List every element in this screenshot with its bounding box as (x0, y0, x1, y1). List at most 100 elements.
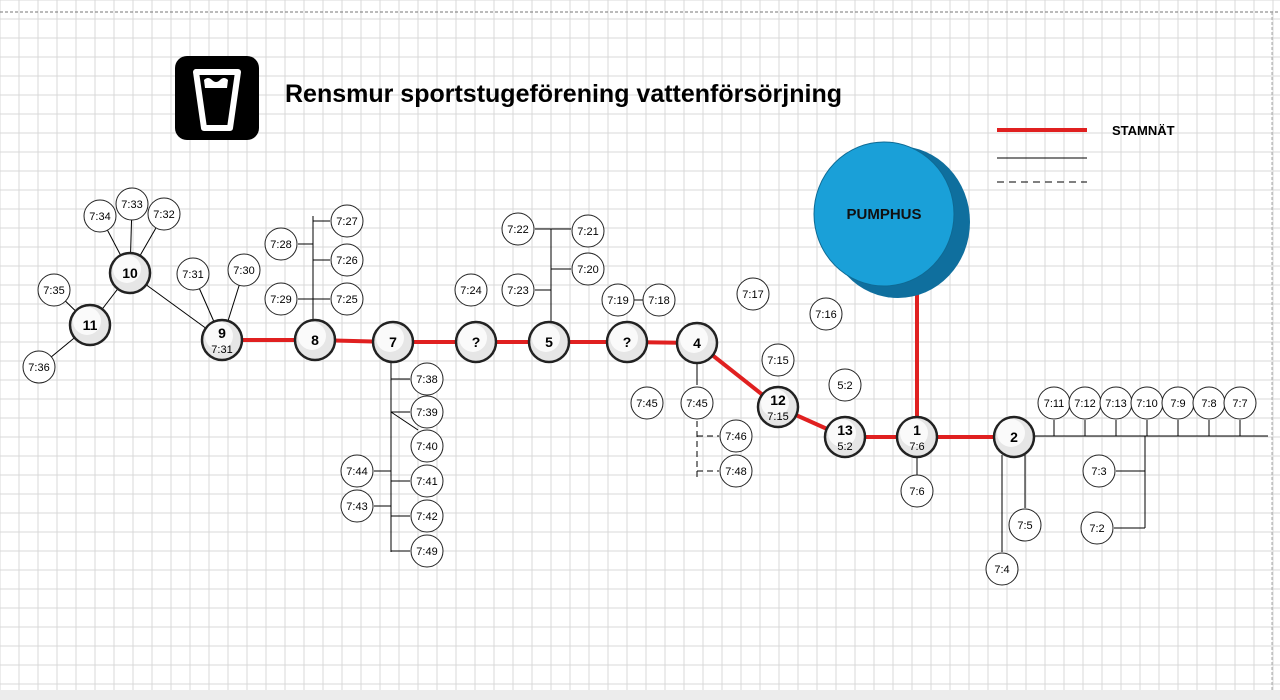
plot-node-label: 7:38 (416, 374, 437, 386)
plot-node-circle (1008, 508, 1042, 542)
major-node-label: 13 (837, 422, 853, 438)
plot-node-label: 7:21 (577, 226, 598, 238)
plot-node-740: 7:40 (410, 429, 444, 463)
major-node-7: 7 (371, 320, 415, 364)
plot-node-circle (264, 282, 298, 316)
major-node-highlight (828, 419, 856, 447)
major-node-label: 8 (311, 332, 319, 348)
major-node-9: 9 7:31 (200, 318, 244, 362)
plot-node-circle (642, 283, 676, 317)
plot-node-52: 5:2 (828, 368, 862, 402)
plot-node-circle (601, 283, 635, 317)
plot-node-728: 7:28 (264, 227, 298, 261)
plot-node-label: 7:30 (233, 265, 254, 277)
plot-node-label: 7:13 (1105, 398, 1126, 410)
plot-node-722: 7:22 (501, 212, 535, 246)
plot-node-circle (900, 474, 934, 508)
major-node-sublabel: 5:2 (837, 441, 852, 453)
plot-node-712: 7:12 (1068, 386, 1102, 420)
plot-node-label: 7:44 (346, 466, 367, 478)
plot-node-circle (83, 199, 117, 233)
major-node-highlight (680, 325, 708, 353)
plot-node-label: 7:16 (815, 309, 836, 321)
major-node-5: 5 (527, 320, 571, 364)
major-node-8: 8 (293, 318, 337, 362)
plot-node-label: 5:2 (837, 380, 852, 392)
plot-node-label: 7:32 (153, 209, 174, 221)
major-node-highlight (761, 389, 789, 417)
plot-node-label: 7:39 (416, 407, 437, 419)
plot-node-circle (1080, 511, 1114, 545)
plot-node-741: 7:41 (410, 464, 444, 498)
major-node-highlight (205, 322, 233, 350)
plot-node-label: 7:6 (909, 486, 924, 498)
water-glass-icon (175, 56, 259, 140)
plot-node-label: 7:22 (507, 224, 528, 236)
plot-node-circle (340, 454, 374, 488)
plot-node-label: 7:34 (89, 211, 110, 223)
plot-node-label: 7:12 (1074, 398, 1095, 410)
plot-node-label: 7:27 (336, 216, 357, 228)
plot-node-label: 7:35 (43, 285, 64, 297)
plot-node-738: 7:38 (410, 362, 444, 396)
major-node-label: 12 (770, 392, 786, 408)
major-node-highlight (113, 255, 141, 283)
plot-node-label: 7:46 (725, 431, 746, 443)
plot-node-78: 7:8 (1192, 386, 1226, 420)
plot-node-735: 7:35 (37, 273, 71, 307)
page-title: Rensmur sportstugeförening vattenförsörj… (285, 80, 842, 108)
plot-node-circle (571, 214, 605, 248)
plot-node-circle (501, 212, 535, 246)
plot-node-circle (985, 552, 1019, 586)
major-node-11: 11 (68, 303, 112, 347)
plot-node-720: 7:20 (571, 252, 605, 286)
plot-node-label: 7:23 (507, 285, 528, 297)
major-node-label: 5 (545, 334, 553, 350)
plot-node-circle (410, 534, 444, 568)
major-node-label: ? (623, 334, 632, 350)
plot-node-717: 7:17 (736, 277, 770, 311)
major-node-label: 4 (693, 335, 701, 351)
plot-node-circle (410, 499, 444, 533)
plot-node-circle (630, 386, 664, 420)
plot-node-749: 7:49 (410, 534, 444, 568)
pumphouse-circle (813, 141, 955, 287)
major-node-sublabel: 7:31 (211, 344, 232, 356)
major-node-highlight (532, 324, 560, 352)
plot-node-74: 7:4 (985, 552, 1019, 586)
plot-node-710: 7:10 (1130, 386, 1164, 420)
plot-node-circle (571, 252, 605, 286)
plot-node-circle (330, 282, 364, 316)
plot-node-circle (809, 297, 843, 331)
plot-node-724: 7:24 (454, 273, 488, 307)
plot-node-label: 7:48 (725, 466, 746, 478)
plot-node-label: 7:45 (686, 398, 707, 410)
major-node-highlight (900, 419, 928, 447)
major-node-highlight (298, 322, 326, 350)
major-node-label: ? (472, 334, 481, 350)
major-node-12: 127:15 (756, 385, 800, 429)
major-node-10: 10 (108, 251, 152, 295)
plot-node-label: 7:19 (607, 295, 628, 307)
major-node-label: 9 (218, 325, 226, 341)
plot-node-label: 7:8 (1201, 398, 1216, 410)
plot-node-716: 7:16 (809, 297, 843, 331)
plot-node-742: 7:42 (410, 499, 444, 533)
plot-node-73: 7:3 (1082, 454, 1116, 488)
major-node-highlight (376, 324, 404, 352)
plot-node-715: 7:15 (761, 343, 795, 377)
plot-node-label: 7:29 (270, 294, 291, 306)
plot-node-circle (1082, 454, 1116, 488)
plot-node-circle (1223, 386, 1257, 420)
plot-node-circle (330, 243, 364, 277)
plot-node-744: 7:44 (340, 454, 374, 488)
plot-node-circle (410, 429, 444, 463)
plot-node-label: 7:18 (648, 295, 669, 307)
plot-node-718: 7:18 (642, 283, 676, 317)
plot-node-label: 7:24 (460, 285, 481, 297)
sheet-tab-bar (0, 690, 1280, 700)
plot-node-circle (719, 419, 753, 453)
major-node-highlight (73, 307, 101, 335)
